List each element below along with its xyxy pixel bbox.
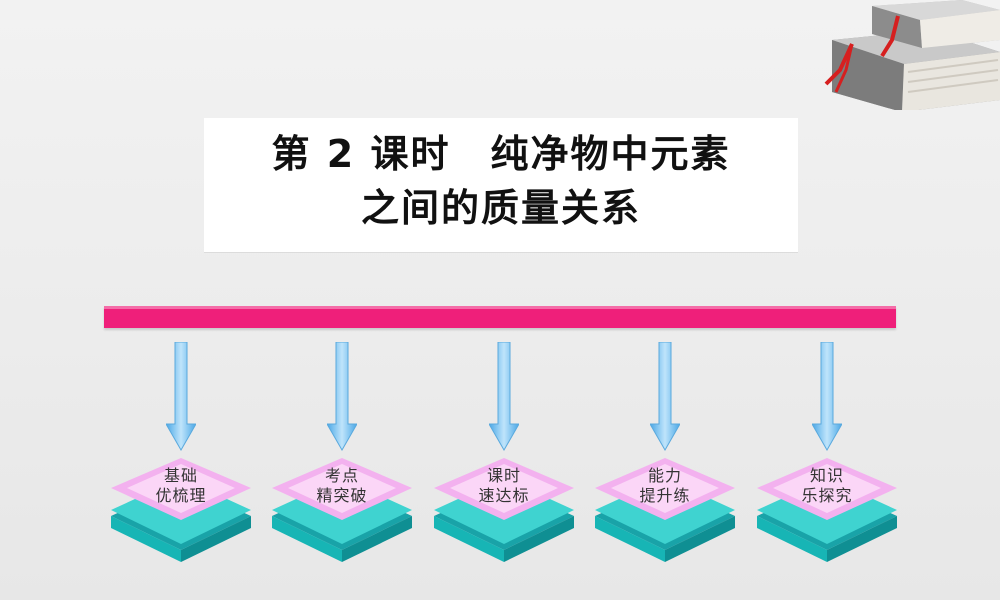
pink-divider-bar: [104, 306, 896, 328]
tile-shape-icon: [272, 458, 412, 562]
tile-shape-icon: [595, 458, 735, 562]
nav-label-line-2: 提升练: [639, 486, 691, 505]
nav-label-line-1: 能力: [647, 466, 682, 485]
down-arrow-icon: [327, 342, 357, 452]
tile-shape-icon: [757, 458, 897, 562]
nav-label-line-2: 优梳理: [155, 486, 207, 505]
nav-label-line-1: 基础: [163, 466, 198, 485]
nav-label-line-2: 精突破: [316, 486, 368, 505]
lesson-title-line-2: 之间的质量关系: [360, 186, 641, 230]
nav-button-lesson-practice[interactable]: 课时 速达标: [434, 458, 574, 563]
down-arrow-icon: [812, 342, 842, 452]
books-decoration-icon: [824, 0, 1000, 110]
nav-label-line-2: 速达标: [478, 486, 530, 505]
nav-button-key-points[interactable]: 考点 精突破: [272, 458, 412, 563]
tile-shape-icon: [434, 458, 574, 562]
nav-label-line-1: 考点: [324, 466, 359, 485]
nav-label-line-1: 知识: [809, 466, 844, 485]
down-arrow-icon: [166, 342, 196, 452]
nav-label-line-1: 课时: [486, 466, 521, 485]
nav-button-basic-review[interactable]: 基础 优梳理: [111, 458, 251, 563]
nav-button-knowledge-explore[interactable]: 知识 乐探究: [757, 458, 897, 563]
down-arrow-icon: [650, 342, 680, 452]
nav-label-line-2: 乐探究: [801, 486, 853, 505]
down-arrow-icon: [489, 342, 519, 452]
tile-shape-icon: [111, 458, 251, 562]
nav-button-ability-improve[interactable]: 能力 提升练: [595, 458, 735, 563]
lesson-title-box: 第 2 课时 纯净物中元素 之间的质量关系: [204, 118, 798, 252]
lesson-title-line-1: 第 2 课时 纯净物中元素: [271, 132, 731, 176]
